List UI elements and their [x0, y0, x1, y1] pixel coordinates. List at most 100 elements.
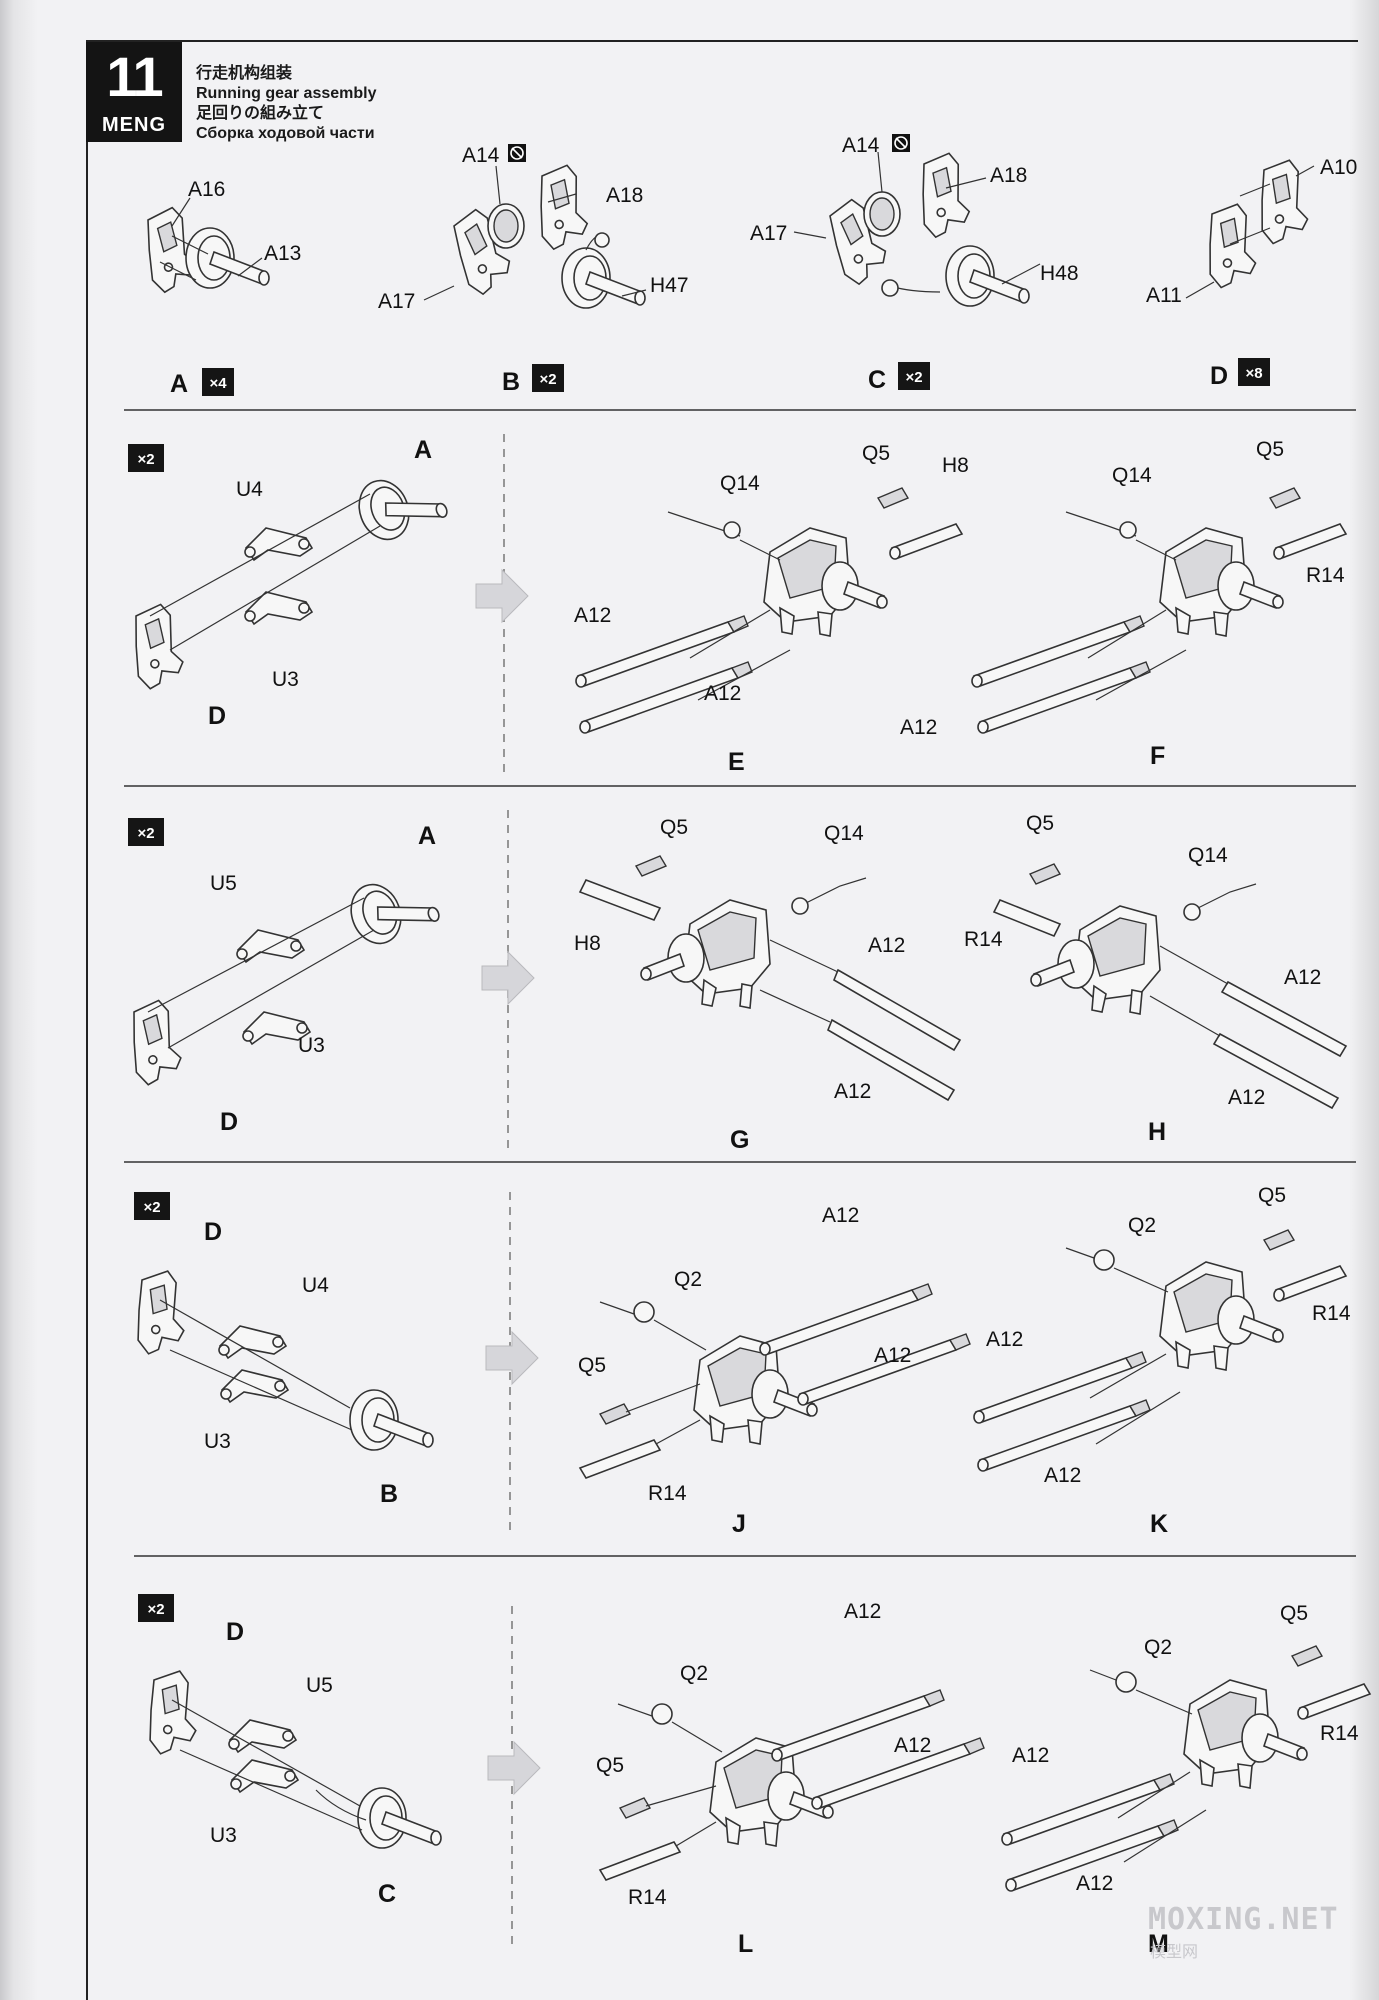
label-lower: U3 [272, 668, 299, 691]
title-zh: 行走机构组装 [196, 65, 293, 82]
qty-D: ×8 [1245, 365, 1262, 382]
label-H-R14: R14 [964, 928, 1003, 951]
row-qty: ×2 [143, 1199, 160, 1216]
assembly-letter-C: C [868, 366, 886, 394]
binding-spine [0, 0, 38, 2000]
label-L-A12a: A12 [844, 1600, 881, 1623]
label-K-Q2: Q2 [1128, 1214, 1156, 1237]
label-L-Q2: Q2 [680, 1662, 708, 1685]
direction-arrow [487, 1741, 541, 1795]
label-arm: U5 [306, 1674, 333, 1697]
subassembly-D [1185, 158, 1315, 299]
qty-badge [202, 368, 234, 396]
label-M-A12a: A12 [1012, 1744, 1049, 1767]
qty-badge [898, 362, 930, 390]
qty-badge [138, 1594, 174, 1622]
title-en: Running gear assembly [196, 85, 377, 102]
label-H-A12b: A12 [1228, 1086, 1265, 1109]
assembly-letter-A: A [170, 370, 188, 398]
label-F-R14: R14 [1306, 564, 1345, 587]
label-A16: A16 [188, 178, 225, 201]
label-arm: U4 [236, 478, 263, 501]
label-J-R14: R14 [648, 1482, 687, 1505]
direction-arrow [481, 951, 535, 1005]
result-letter-F: F [1150, 742, 1165, 770]
label-L-R14: R14 [628, 1886, 667, 1909]
label-L-A12b: A12 [894, 1734, 931, 1757]
row-qty: ×2 [137, 451, 154, 468]
label-A10: A10 [1320, 156, 1357, 179]
label-A13: A13 [264, 242, 301, 265]
left-base: D [208, 702, 226, 730]
title-ru: Сборка ходовой части [196, 125, 375, 142]
label-E-Q14: Q14 [720, 472, 760, 495]
qty-badge [1238, 358, 1270, 386]
label-J-Q5: Q5 [578, 1354, 606, 1377]
label-lower: U3 [204, 1430, 231, 1453]
label-C-A14: A14 [842, 134, 880, 157]
label-M-A12b: A12 [1076, 1872, 1113, 1895]
assembly-letter-D: D [1210, 362, 1228, 390]
qty-badge [128, 818, 164, 846]
label-G-Q14: Q14 [824, 822, 864, 845]
qty-badge [128, 444, 164, 472]
label-E-Q5: Q5 [862, 442, 890, 465]
row-1: ×2 A U4 U3 D Q14 Q5 H8 A12 A12 E [128, 436, 1347, 776]
subassembly-B [423, 163, 647, 309]
row-qty: ×2 [147, 1601, 164, 1618]
label-J-A12b: A12 [874, 1344, 911, 1367]
subassembly-A [139, 197, 270, 295]
result-letter-K: K [1150, 1510, 1168, 1538]
step-number: 11 [106, 45, 163, 108]
label-K-R14: R14 [1312, 1302, 1351, 1325]
direction-arrow [485, 1331, 539, 1385]
label-F-Q14: Q14 [1112, 464, 1152, 487]
label-M-Q2: Q2 [1144, 1636, 1172, 1659]
qty-C: ×2 [905, 369, 922, 386]
label-K-A12a: A12 [986, 1328, 1023, 1351]
label-B-A17: A17 [378, 290, 415, 313]
label-H-Q5: Q5 [1026, 812, 1054, 835]
brand-logo: MENG [102, 114, 166, 136]
watermark: MOXING.NET [1148, 1902, 1339, 1937]
label-E-A12b: A12 [704, 682, 741, 705]
left-base: D [220, 1108, 238, 1136]
label-M-R14: R14 [1320, 1722, 1359, 1745]
step-frame [86, 40, 1358, 2000]
left-assembly: B [380, 1480, 398, 1508]
result-letter-M: M [1148, 1930, 1169, 1958]
label-lower: U3 [210, 1824, 237, 1847]
assembly-letter-B: B [502, 368, 520, 396]
label-G-A12b: A12 [834, 1080, 871, 1103]
result-letter-G: G [730, 1126, 749, 1154]
label-C-A17: A17 [750, 222, 787, 245]
result-letter-H: H [1148, 1118, 1166, 1146]
label-H48: H48 [1040, 262, 1079, 285]
label-F-A12: A12 [900, 716, 937, 739]
no-glue-icon [508, 144, 526, 162]
watermark-sub: 模型网 [1150, 1944, 1199, 1961]
step-titles: 行走机构组装 Running gear assembly 足回りの組み立て Сб… [196, 64, 377, 144]
label-M-Q5: Q5 [1280, 1602, 1308, 1625]
title-ja: 足回りの組み立て [196, 105, 325, 122]
row-4: ×2 D U5 U3 C A12 Q2 A12 Q5 R14 L [138, 1594, 1371, 1958]
label-H-Q14: Q14 [1188, 844, 1228, 867]
label-J-A12a: A12 [822, 1204, 859, 1227]
label-E-H8: H8 [942, 454, 969, 477]
label-H47: H47 [650, 274, 689, 297]
row-3: ×2 D U4 U3 B A12 Q2 A12 Q5 R14 J [134, 1184, 1351, 1538]
label-K-A12b: A12 [1044, 1464, 1081, 1487]
label-G-A12a: A12 [868, 934, 905, 957]
qty-badge [134, 1192, 170, 1220]
result-letter-E: E [728, 748, 745, 776]
label-H-A12a: A12 [1284, 966, 1321, 989]
label-arm: U4 [302, 1274, 329, 1297]
label-E-A12a: A12 [574, 604, 611, 627]
qty-B: ×2 [539, 371, 556, 388]
label-B-A18: A18 [606, 184, 643, 207]
label-G-Q5: Q5 [660, 816, 688, 839]
step-badge: 11 MENG [86, 42, 182, 142]
label-G-H8: H8 [574, 932, 601, 955]
label-L-Q5: Q5 [596, 1754, 624, 1777]
